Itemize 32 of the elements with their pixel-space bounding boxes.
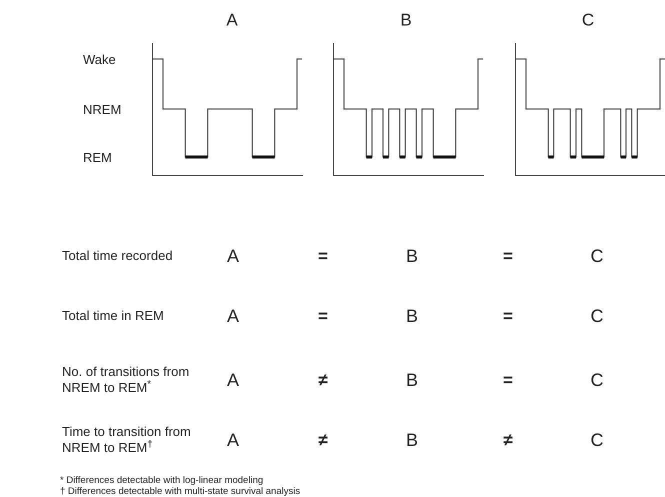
condition-letter: A bbox=[227, 304, 239, 328]
sleep-stage-label: REM bbox=[83, 150, 112, 166]
condition-letter: B bbox=[406, 244, 418, 268]
row-label: Time to transition from NREM to REM$^{†}$ bbox=[62, 424, 192, 456]
row-label: Total time in REM bbox=[62, 308, 165, 324]
comparison-symbol: ≠ bbox=[318, 369, 328, 391]
comparison-symbol: ≠ bbox=[503, 429, 513, 451]
condition-letter: A bbox=[227, 368, 239, 392]
condition-letter: C bbox=[590, 244, 604, 268]
footnote: * Differences detectable with log-linear modeling bbox=[60, 475, 264, 487]
panel-heading: C bbox=[582, 9, 594, 31]
condition-letter: A bbox=[227, 244, 239, 268]
footnote: † Differences detectable with multi-state survival analysis bbox=[60, 486, 300, 497]
comparison-symbol: = bbox=[503, 305, 513, 327]
row-label: No. of transitions from NREM to REM$^{*}$ bbox=[62, 364, 190, 396]
comparison-symbol: = bbox=[503, 245, 513, 267]
condition-letter: C bbox=[590, 428, 604, 452]
condition-letter: C bbox=[590, 304, 604, 328]
panel-heading: B bbox=[400, 9, 412, 31]
sleep-stage-label: Wake bbox=[83, 52, 116, 68]
panel-heading: A bbox=[226, 9, 238, 31]
row-label: Total time recorded bbox=[62, 248, 174, 264]
condition-letter: B bbox=[406, 428, 418, 452]
comparison-symbol: = bbox=[503, 369, 513, 391]
condition-letter: B bbox=[406, 304, 418, 328]
comparison-symbol: ≠ bbox=[318, 429, 328, 451]
condition-letter: B bbox=[406, 368, 418, 392]
comparison-symbol: = bbox=[318, 245, 328, 267]
comparison-symbol: = bbox=[318, 305, 328, 327]
sleep-stage-label: NREM bbox=[83, 102, 122, 118]
condition-letter: C bbox=[590, 368, 604, 392]
condition-letter: A bbox=[227, 428, 239, 452]
